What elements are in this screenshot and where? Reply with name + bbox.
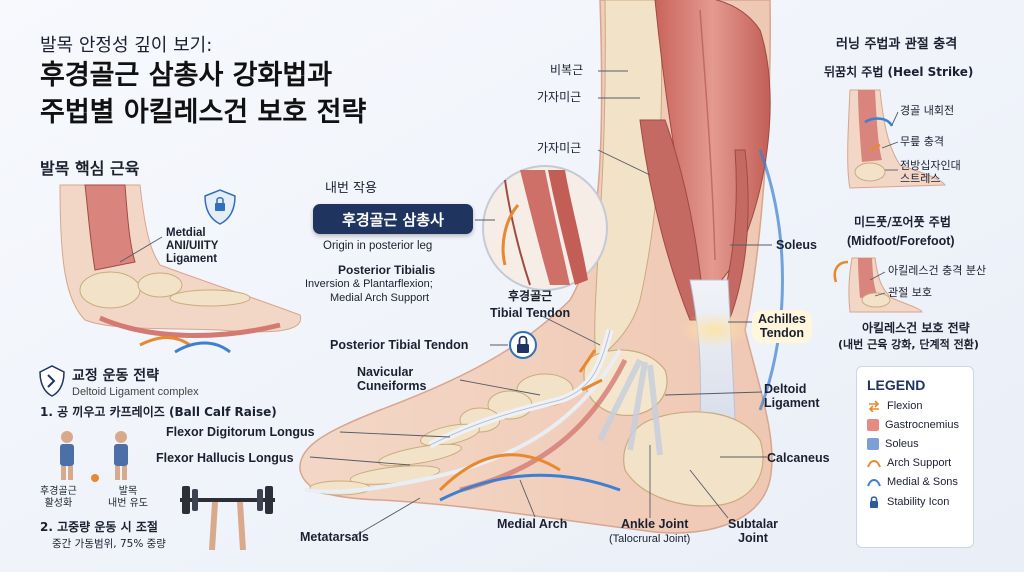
legend-label-soleus: Soleus (885, 438, 919, 450)
label-bibokgeun: 비복근 (550, 63, 584, 77)
legend-label-arch-support: Arch Support (887, 457, 952, 469)
exercise-2-sub: 중간 가동범위, 75% 중량 (52, 538, 166, 550)
label-ankle-joint-sub: (Talocrural Joint) (609, 533, 691, 545)
label-tibial-tendon-ko: 후경골근 (508, 289, 553, 303)
barbell-icon (180, 486, 275, 551)
medial-arc-icon (867, 479, 881, 487)
posterior-tibialis-desc2: Medial Arch Support (330, 292, 430, 304)
correction-heading: 교정 운동 전략 (72, 368, 160, 384)
exercise-1: 1. 공 끼우고 카프레이즈 (Ball Calf Raise) (40, 405, 277, 419)
calf-raise-figures (60, 431, 128, 482)
flexion-arrows (578, 349, 603, 392)
achilles-highlight: Achilles Tendon (752, 310, 812, 343)
exercise-2: 2. 고중량 운동 시 조절 (40, 520, 158, 534)
legend-item-medial: Medial & Sons (867, 476, 963, 488)
page-title-line2: 주법별 아킬레스건 보호 전략 (40, 97, 367, 128)
heel-label-1: 경골 내회전 (900, 104, 955, 117)
deltoid-ligament (597, 358, 663, 456)
legend-item-soleus: Soleus (867, 438, 963, 450)
activation-right: 발목 내번 유도 (108, 486, 148, 509)
heel-label-2: 무릎 충격 (900, 135, 944, 148)
correction-subtitle: Deltoid Ligament complex (72, 386, 199, 398)
flexion-arrows-icon (868, 400, 880, 412)
title-kicker: 발목 안정성 깊이 보기: (40, 35, 213, 56)
exercise-shield-icon (39, 365, 65, 397)
legend-title: LEGEND (867, 377, 926, 393)
midfoot-label-1: 아킬레스건 충격 분산 (888, 264, 987, 277)
label-achilles: Achilles Tendon (758, 312, 806, 341)
legend-box: LEGEND Flexion Gastrocnemius Soleus Arch… (856, 366, 974, 548)
label-medial-arch: Medial Arch (497, 517, 568, 531)
flexor-tendons (304, 349, 622, 494)
left-heading: 발목 핵심 근육 (40, 159, 140, 178)
label-posterior-tibial-tendon: Posterior Tibial Tendon (330, 338, 469, 352)
inversion-label: 내번 작용 (325, 181, 377, 196)
callout-origin: Origin in posterior leg (323, 240, 433, 252)
label-navicular: Navicular Cuneiforms (357, 365, 427, 394)
label-fdl: Flexor Digitorum Longus (166, 425, 315, 439)
heel-strike-foot (847, 89, 946, 189)
activation-left: 후경골근 활성화 (40, 486, 77, 509)
arch-support-arc (438, 453, 561, 492)
stability-legend-lock-icon (870, 496, 878, 508)
legend-item-stability: Stability Icon (867, 495, 963, 509)
label-deltoid: Deltoid Ligament (764, 382, 820, 411)
midfoot-label-2: 관절 보호 (888, 286, 932, 299)
heel-label-3: 전방십자인대 스트레스 (900, 159, 961, 185)
label-ankle-joint: Ankle Joint (621, 517, 689, 531)
soleus-swatch (867, 438, 879, 450)
label-calcaneus: Calcaneus (767, 451, 830, 465)
protect-sub: (내번 근육 강화, 단계적 전환) (838, 338, 979, 351)
heel-strike-title: 뒤꿈치 주법 (Heel Strike) (824, 65, 974, 79)
left-foot-illustration (59, 184, 302, 354)
label-gajamigeun-1: 가자미근 (537, 90, 582, 104)
posterior-tibialis-label: Posterior Tibialis (338, 263, 436, 277)
right-heading: 러닝 주법과 관절 충격 (836, 37, 958, 52)
midfoot-title: 미드풋/포어풋 주법 (854, 215, 951, 229)
arch-support-icon (867, 460, 881, 468)
callout-title: 후경골근 삼총사 (342, 210, 444, 229)
protect-title: 아킬레스건 보호 전략 (862, 321, 970, 335)
legend-label-gastrocnemius: Gastrocnemius (885, 419, 959, 431)
legend-label-medial: Medial & Sons (887, 476, 958, 488)
callout-badge: 후경골근 삼총사 (313, 204, 473, 234)
legend-label-stability: Stability Icon (887, 496, 950, 508)
legend-item-gastrocnemius: Gastrocnemius (867, 419, 963, 431)
gastrocnemius-swatch (867, 419, 879, 431)
legend-label-flexion: Flexion (887, 400, 923, 412)
label-subtalar: Subtalar Joint (728, 517, 779, 546)
posterior-tibialis-desc1: Inversion & Plantarflexion; (305, 278, 433, 290)
ligament-label: Metdial ANI/UIITY Ligament (166, 227, 219, 266)
label-metatarsals: Metatarsals (300, 530, 369, 544)
legend-item-flexion: Flexion (867, 400, 963, 412)
legend-item-arch-support: Arch Support (867, 457, 963, 469)
label-gajamigeun-2: 가자미근 (537, 141, 582, 155)
page-title: 후경골근 삼총사 강화법과 (40, 60, 333, 91)
label-tibial-tendon-en: Tibial Tendon (490, 306, 571, 320)
label-fhl: Flexor Hallucis Longus (156, 451, 294, 465)
midfoot-strike-foot (833, 257, 923, 313)
medial-arch-arc (439, 473, 621, 502)
label-soleus: Soleus (776, 238, 817, 252)
midfoot-title-en: (Midfoot/Forefoot) (847, 234, 955, 248)
